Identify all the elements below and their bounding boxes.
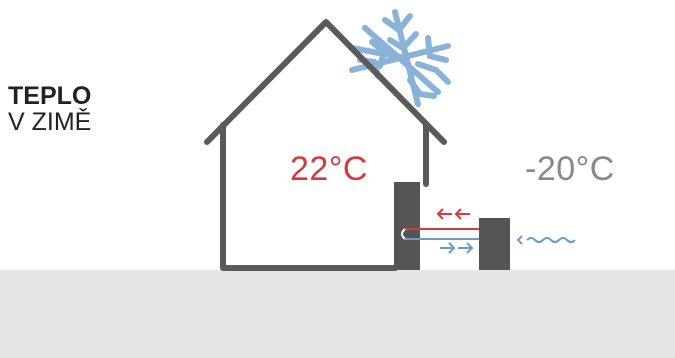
- outdoor-unit-icon: [479, 218, 510, 270]
- indoor-temperature: 22°C: [290, 150, 368, 189]
- snowflake-icon: [352, 12, 448, 104]
- heading: TEPLO V ZIMĚ: [8, 83, 91, 135]
- outdoor-temperature: -20°C: [525, 150, 615, 189]
- double-arrow-right-icon: [440, 243, 472, 253]
- wave-arrow-head: [518, 236, 522, 244]
- heading-title: TEPLO: [8, 83, 91, 109]
- indoor-unit-icon: [394, 182, 420, 270]
- wave-icon: [527, 238, 575, 242]
- heading-subtitle: V ZIMĚ: [8, 109, 91, 135]
- double-arrow-left-icon: [438, 209, 470, 219]
